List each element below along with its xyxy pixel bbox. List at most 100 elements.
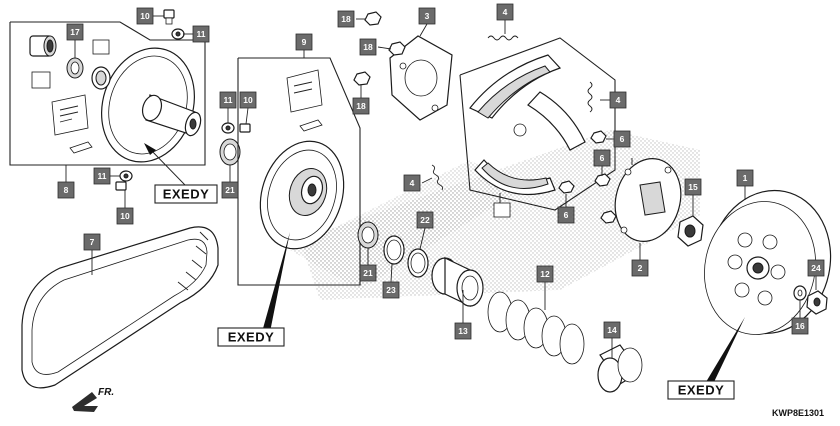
- callout-4-right: 4: [609, 91, 627, 109]
- diagram-code: KWP8E1301: [772, 408, 824, 418]
- grease-sheet-1: [51, 94, 89, 136]
- callout-11-top: 11: [192, 25, 210, 43]
- bearing-ring: [91, 66, 111, 90]
- clutch-outer: [704, 189, 832, 335]
- svg-text:21: 21: [363, 268, 373, 278]
- svg-text:4: 4: [616, 95, 621, 105]
- bearing-box-2: [92, 39, 110, 55]
- svg-text:7: 7: [90, 237, 95, 247]
- callout-8: 8: [57, 181, 75, 199]
- svg-text:18: 18: [341, 14, 351, 24]
- drive-plate: [614, 157, 682, 243]
- driven-pulley-group: [237, 57, 361, 286]
- svg-text:14: 14: [607, 325, 617, 335]
- callout-11-left: 11: [93, 167, 111, 185]
- callout-17: 17: [66, 23, 84, 41]
- svg-text:EXEDY: EXEDY: [678, 383, 725, 398]
- brand-label-2: EXEDY: [217, 232, 290, 347]
- svg-text:6: 6: [620, 134, 625, 144]
- svg-text:FR.: FR.: [98, 387, 114, 398]
- seal-21-left: [219, 138, 241, 166]
- svg-text:8: 8: [64, 185, 69, 195]
- clutch-shoe-group: [459, 37, 616, 218]
- washer-16: [793, 285, 807, 301]
- callout-10-left: 10: [116, 207, 134, 225]
- svg-text:18: 18: [356, 101, 366, 111]
- nut-6-c: [558, 180, 575, 194]
- svg-text:11: 11: [224, 95, 233, 105]
- callout-7: 7: [83, 233, 101, 251]
- svg-text:4: 4: [503, 7, 508, 17]
- nut-18-b: [388, 41, 406, 56]
- spring-seat-13: [431, 257, 484, 307]
- callout-13: 13: [454, 322, 472, 340]
- bolt-10-left: [115, 181, 127, 191]
- clutch-shoes: [469, 54, 586, 196]
- svg-text:6: 6: [600, 153, 605, 163]
- callout-1: 1: [736, 169, 754, 187]
- callout-18-b: 18: [359, 38, 377, 56]
- callout-18-a: 18: [337, 10, 355, 28]
- svg-text:24: 24: [811, 263, 821, 273]
- front-arrow: FR.: [72, 387, 114, 412]
- callout-3: 3: [418, 7, 436, 25]
- svg-text:10: 10: [120, 211, 130, 221]
- nut-18-c: [353, 71, 371, 86]
- callout-9: 9: [295, 33, 313, 51]
- callout-16: 16: [791, 317, 809, 335]
- callout-21-mid: 21: [359, 264, 377, 282]
- o-ring-23: [383, 235, 405, 265]
- callout-6-c: 6: [557, 206, 575, 224]
- nut-11-mid: [221, 122, 235, 134]
- svg-text:6: 6: [564, 210, 569, 220]
- brand-label-1: EXEDY: [144, 143, 218, 204]
- callout-12: 12: [536, 265, 554, 283]
- callout-leaders: [65, 15, 817, 358]
- svg-text:12: 12: [540, 269, 550, 279]
- o-ring-22: [407, 248, 429, 278]
- bolt-10-top: [163, 9, 175, 25]
- svg-text:13: 13: [458, 326, 468, 336]
- svg-text:15: 15: [688, 182, 698, 192]
- svg-text:3: 3: [425, 11, 430, 21]
- callout-6-b: 6: [593, 149, 611, 167]
- callout-24: 24: [807, 259, 825, 277]
- bearing-box: [31, 71, 51, 89]
- callout-2: 2: [631, 259, 649, 277]
- svg-text:9: 9: [302, 37, 307, 47]
- shoe-spring-right: [587, 81, 593, 113]
- collar-14: [597, 344, 643, 393]
- callout-22: 22: [416, 211, 434, 229]
- needle-bearing: [29, 35, 57, 57]
- svg-text:11: 11: [98, 171, 107, 181]
- seal-21-mid: [357, 221, 379, 249]
- svg-text:22: 22: [420, 215, 430, 225]
- shoe-spring-top: [487, 35, 519, 41]
- svg-text:17: 17: [70, 27, 80, 37]
- callout-14: 14: [603, 321, 621, 339]
- nut-6-d: [600, 210, 617, 224]
- cover-plate: [389, 35, 453, 121]
- callout-23: 23: [382, 281, 400, 299]
- driven-pulley-face: [259, 140, 345, 250]
- brand-label-3: EXEDY: [667, 317, 745, 400]
- callout-6-a: 6: [613, 130, 631, 148]
- callout-15: 15: [684, 178, 702, 196]
- svg-text:1: 1: [743, 173, 748, 183]
- shoe-spring-mid: [431, 164, 444, 191]
- nut-6-b: [594, 173, 611, 187]
- svg-text:2: 2: [638, 263, 643, 273]
- small-slider-2: [299, 119, 323, 132]
- svg-text:21: 21: [225, 185, 235, 195]
- drive-belt: [21, 226, 219, 389]
- bolt-11-left: [119, 170, 133, 182]
- callout-18-c: 18: [352, 97, 370, 115]
- oil-seal-17: [66, 57, 84, 79]
- nut-24: [806, 290, 828, 315]
- callout-10-top: 10: [136, 7, 154, 25]
- callout-10-mid: 10: [239, 91, 257, 109]
- svg-text:18: 18: [363, 42, 373, 52]
- callout-4-top: 4: [496, 3, 514, 21]
- callout-4-mid: 4: [403, 174, 421, 192]
